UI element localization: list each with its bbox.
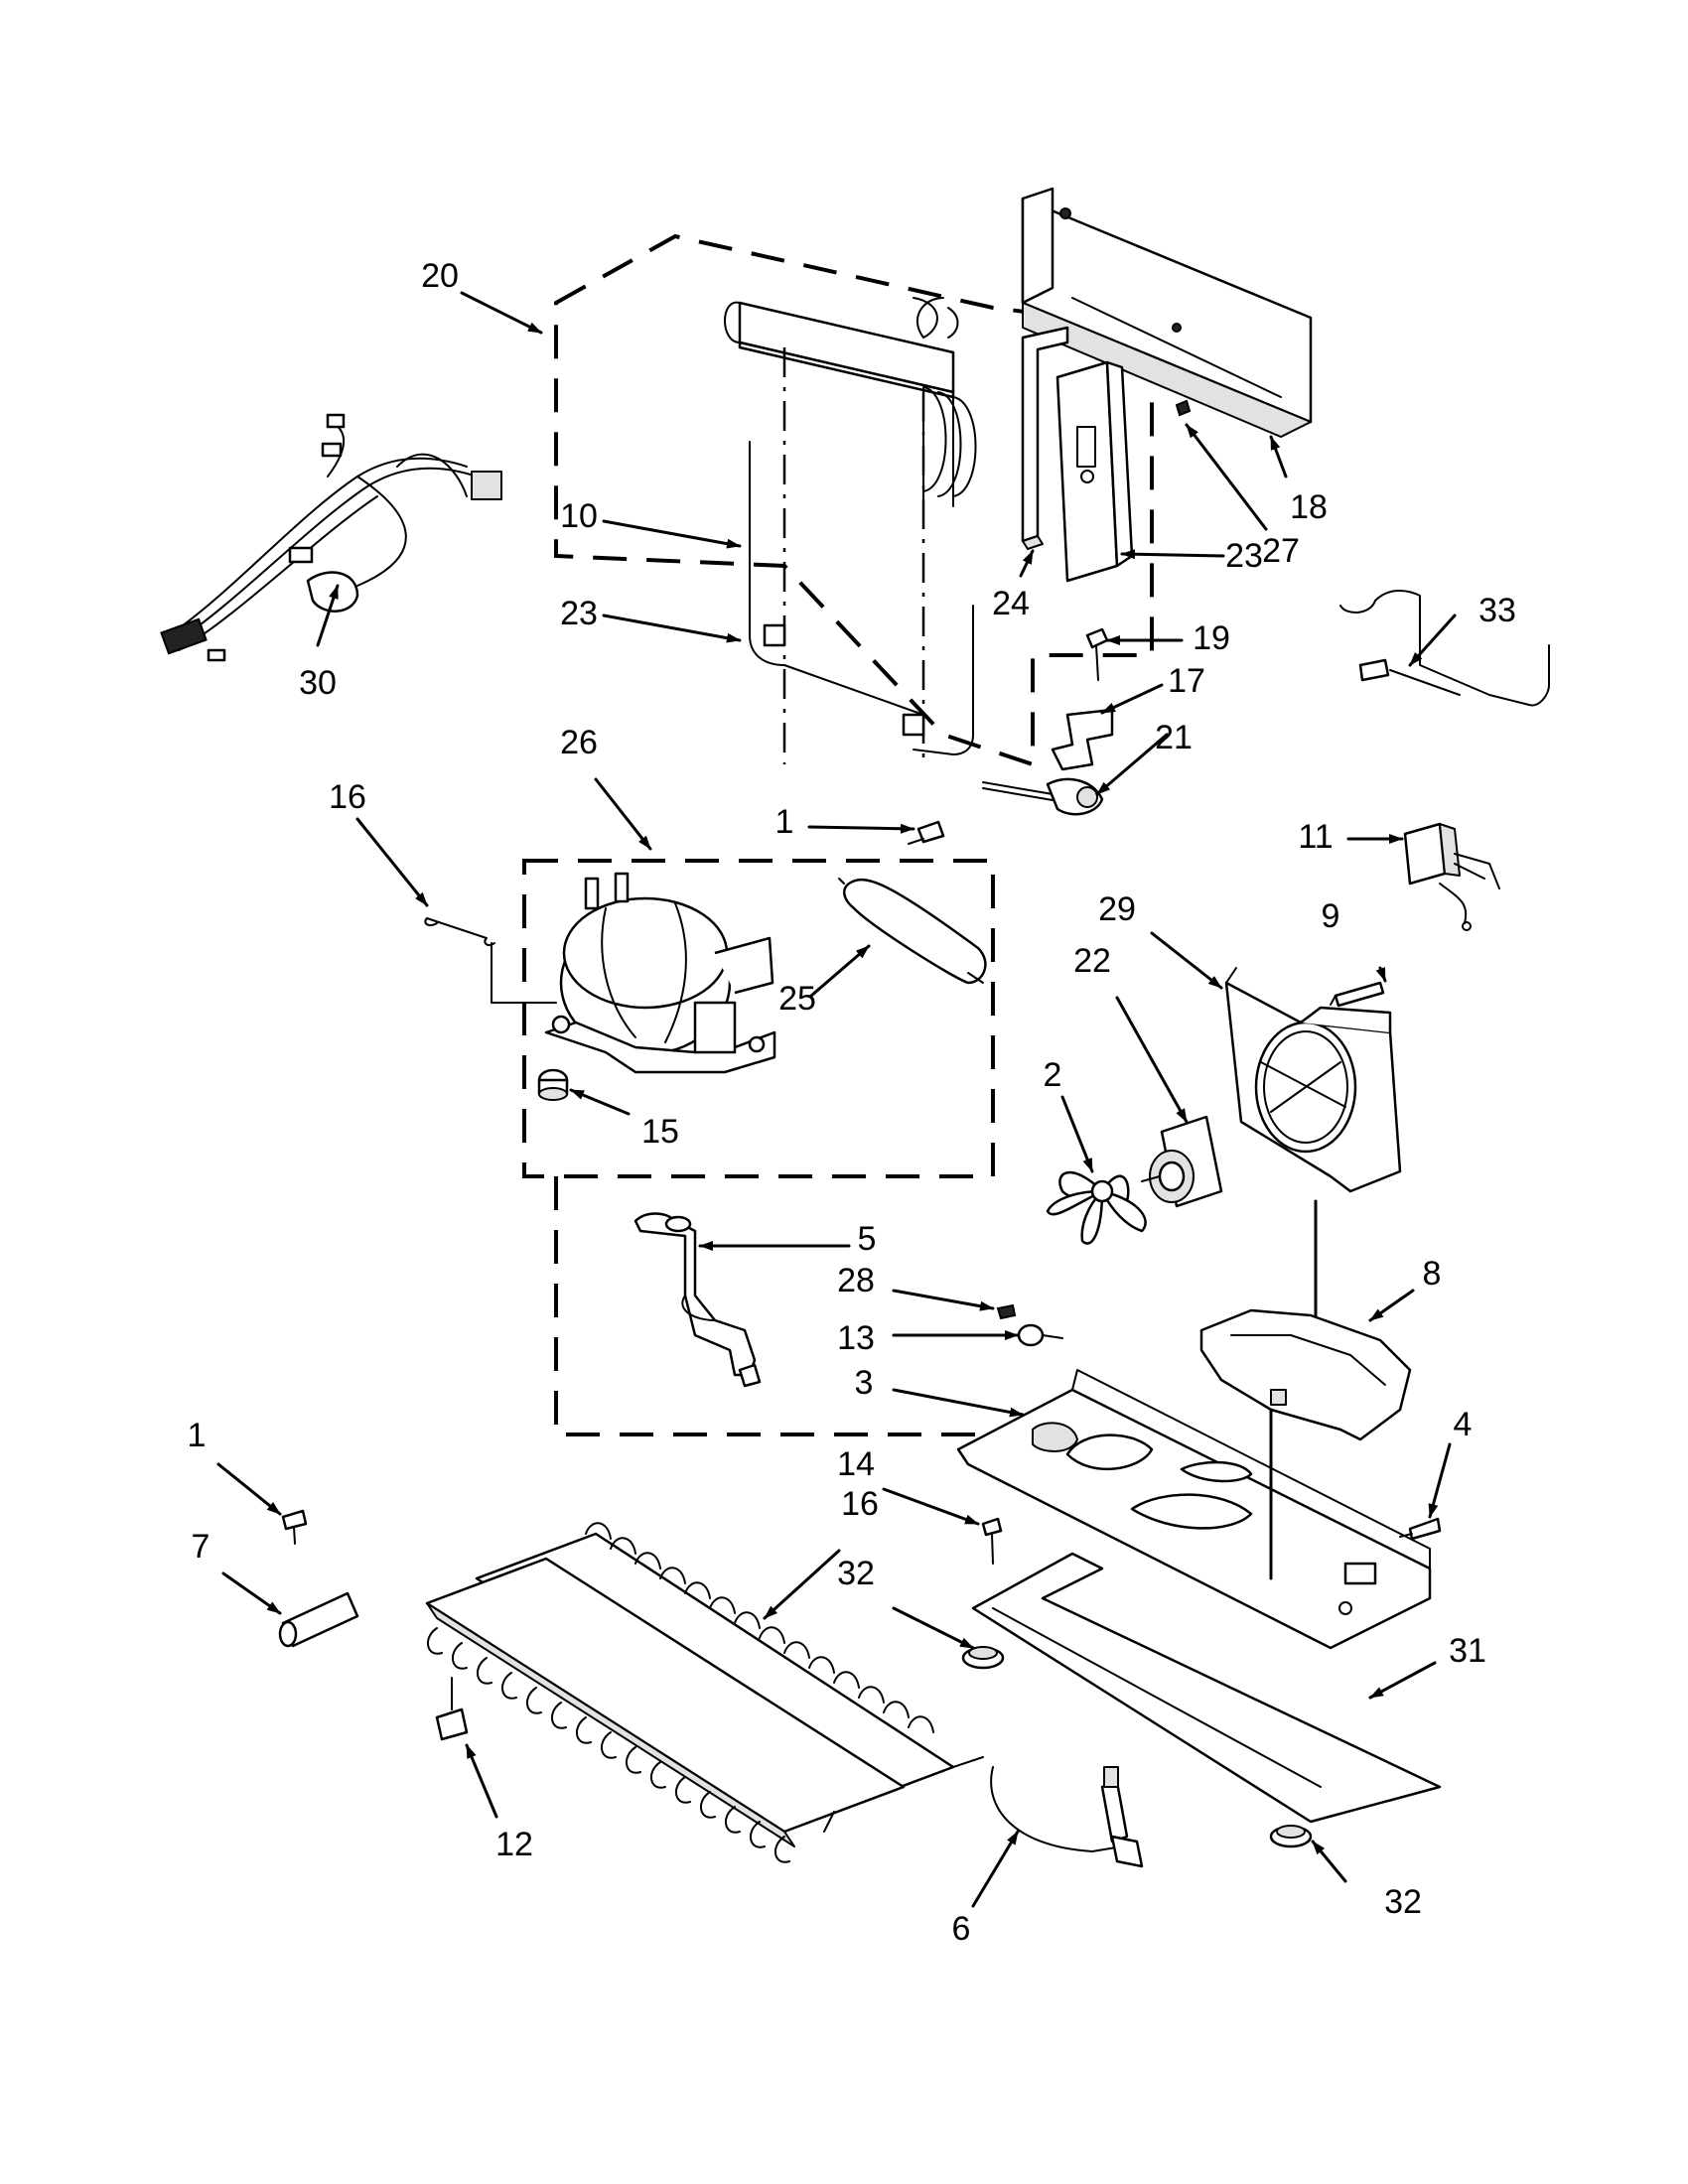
screw-part	[908, 820, 945, 845]
grommet-part	[1017, 1323, 1063, 1347]
drain-trough-part	[1021, 187, 1313, 438]
compressor-part	[544, 872, 776, 1074]
callout-16: 16	[329, 778, 366, 816]
callout-23: 23	[1225, 537, 1263, 575]
callout-leaders	[216, 291, 1457, 1908]
mount-part-link	[491, 942, 557, 1004]
grommet-part	[537, 1068, 569, 1101]
callout-1: 1	[188, 1417, 207, 1454]
callout-2: 2	[1044, 1056, 1062, 1094]
foot-part	[1269, 1825, 1313, 1848]
drier-part	[838, 878, 987, 985]
callout-12: 12	[495, 1826, 533, 1863]
bracket-part	[1051, 708, 1114, 771]
callout-20: 20	[421, 257, 459, 295]
callout-23: 23	[560, 595, 598, 632]
callout-9: 9	[1322, 897, 1340, 935]
callout-24: 24	[992, 585, 1030, 622]
screw-part	[996, 1303, 1017, 1320]
callout-21: 21	[1155, 719, 1193, 756]
fan-blade-part	[1046, 1171, 1147, 1245]
foot-part	[961, 1646, 1005, 1670]
callout-16: 16	[841, 1485, 879, 1523]
screw-part	[1399, 1517, 1442, 1541]
tube-part	[278, 1591, 359, 1648]
callout-17: 17	[1168, 662, 1205, 700]
screw-part	[1330, 981, 1385, 1008]
screw-part	[281, 1509, 308, 1545]
callout-6: 6	[952, 1910, 971, 1948]
callout-13: 13	[837, 1319, 875, 1357]
callout-11: 11	[1298, 818, 1333, 856]
callout-33: 33	[1478, 592, 1516, 629]
callout-31: 31	[1449, 1632, 1486, 1670]
screw-part	[981, 1517, 1003, 1565]
mount-part	[424, 917, 495, 947]
callout-10: 10	[560, 497, 598, 535]
callout-labels: 1 1 2 3 4 5 6 7 8 9 10 11 12 13 14 15 16…	[188, 257, 1516, 1948]
evaporator-coil-part	[724, 297, 977, 764]
insulation-sheet-part	[971, 1552, 1442, 1824]
callout-4: 4	[1454, 1406, 1473, 1443]
callout-29: 29	[1098, 890, 1136, 928]
relay-part	[1403, 822, 1500, 931]
callout-8: 8	[1423, 1255, 1442, 1293]
tube-part	[1339, 590, 1550, 707]
bracket-part	[1055, 360, 1134, 583]
clip-part	[1021, 326, 1069, 550]
drain-tube-part	[633, 1212, 762, 1388]
callout-15: 15	[641, 1113, 679, 1151]
condenser-part	[425, 1522, 984, 1863]
callout-14: 14	[837, 1445, 875, 1483]
clip-part	[435, 1707, 469, 1741]
base-plate-part	[956, 1369, 1432, 1650]
thermistor-part	[990, 1766, 1144, 1868]
callout-1: 1	[775, 803, 794, 841]
callout-5: 5	[858, 1220, 877, 1258]
thermostat-part	[982, 777, 1104, 816]
evaporator-assembly-outline	[554, 233, 1154, 767]
screw-part	[1175, 399, 1192, 417]
callout-30: 30	[299, 664, 337, 702]
callout-25: 25	[778, 980, 816, 1018]
fan-shroud-part	[1224, 967, 1402, 1193]
callout-27: 27	[1262, 532, 1300, 570]
compressor-assembly-outline	[522, 859, 995, 1178]
callout-22: 22	[1073, 942, 1111, 980]
fan-motor-part	[1141, 1115, 1223, 1208]
callout-19: 19	[1193, 619, 1230, 657]
callout-7: 7	[192, 1528, 211, 1566]
wire-harness-part	[160, 413, 502, 662]
drain-pan-part	[1199, 1308, 1412, 1441]
callout-18: 18	[1290, 488, 1328, 526]
callout-32: 32	[1384, 1883, 1422, 1921]
callout-28: 28	[837, 1262, 875, 1299]
callout-32: 32	[837, 1555, 875, 1592]
callout-26: 26	[560, 724, 598, 761]
callout-3: 3	[855, 1364, 874, 1402]
compressor-to-base-dashed-link	[554, 1176, 1003, 1436]
